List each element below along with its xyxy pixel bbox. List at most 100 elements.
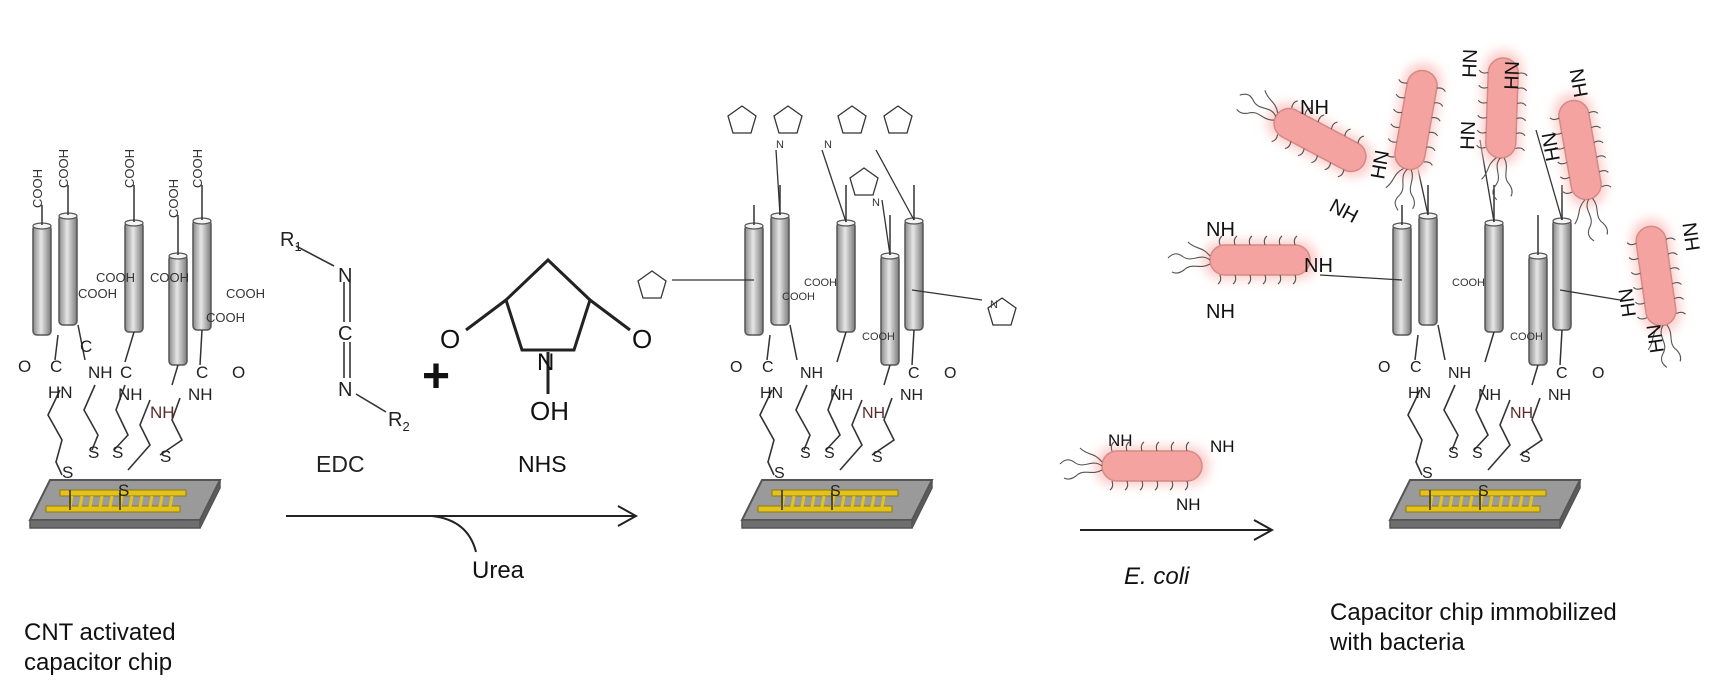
reaction-arrow-2: NH NH NH E. coli (1060, 431, 1275, 590)
chip3-s-1: S (1422, 465, 1433, 482)
chip1-cooh-1: COOH (30, 169, 45, 208)
chip2-s-4: S (830, 483, 841, 500)
succinimide-ring-icon (883, 105, 913, 134)
chip3-nh-1: HN (1408, 385, 1431, 402)
ecoli-label: E. coli (1124, 563, 1190, 590)
chip2-n-2: N (824, 139, 832, 151)
succinimide-ring-icon (504, 257, 592, 352)
chip1-cooh-4: COOH (166, 179, 181, 218)
nhs-oh: OH (530, 396, 569, 426)
chip1-nh-4: NH (150, 403, 175, 422)
chip2-nh-5: NH (900, 387, 923, 404)
nhs-o-right: O (632, 324, 652, 354)
chip1-c-4: C (196, 363, 208, 382)
bacterium-icon (1060, 442, 1210, 490)
chip3-s-4: S (1478, 483, 1489, 500)
chip2-nh-3: NH (830, 387, 853, 404)
chip3-cooh-2: COOH (1510, 331, 1543, 343)
free-bug-nh-3: NH (1176, 495, 1201, 514)
edc-label: EDC (316, 451, 365, 477)
bug-nh-3: NH (1206, 301, 1235, 323)
chip2-cooh-2: COOH (782, 291, 815, 303)
edc-c: C (338, 323, 352, 345)
chip2-n-1: N (776, 139, 784, 151)
chip2-s-5: S (872, 449, 883, 466)
edc-structure: R1 N C N R2 EDC (280, 229, 410, 477)
chip3-nh-2: NH (1448, 365, 1471, 382)
chip3-cooh-1: COOH (1452, 277, 1485, 289)
capacitor-chip-icon (742, 185, 932, 528)
bacterium-icon (1376, 59, 1449, 215)
chip2-cooh-3: COOH (862, 331, 895, 343)
capacitor-chip-icon (1390, 185, 1580, 528)
nhs-n: N (537, 349, 554, 376)
chip2-n-4: N (990, 299, 998, 311)
bug-hn-6: HN (1566, 67, 1593, 99)
chip2-c-2: C (908, 365, 920, 382)
chip1-o-1: O (18, 357, 31, 376)
chip1-c-3: C (120, 363, 132, 382)
succinimide-ring-icon (773, 105, 803, 134)
bug-hn-1: HN (1367, 149, 1394, 181)
free-bug-nh-1: NH (1108, 431, 1133, 450)
chip1-s-4: S (118, 481, 129, 500)
chip3-c-1: C (1410, 359, 1422, 376)
chip1-labels: COOH COOH COOH COOH COOH COOH COOH COOH … (30, 149, 265, 325)
chip3-nh-5: NH (1548, 387, 1571, 404)
chip2-n-3: N (872, 197, 880, 209)
chip1-cooh-2: COOH (56, 149, 71, 188)
bug-nh-5: NH (1326, 195, 1362, 228)
chip1-c-2: C (80, 337, 92, 356)
nhs-o-left: O (440, 324, 460, 354)
reaction-arrow-1: Urea (286, 505, 639, 584)
succinimide-ring-icon (727, 105, 757, 134)
chip1-cooh-6: COOH (96, 270, 135, 285)
chip2-nh-1: HN (760, 385, 783, 402)
chip2-cooh-1: COOH (804, 277, 837, 289)
bug-hn-9: HN (1643, 323, 1669, 355)
bug-hn-2: HN (1457, 121, 1480, 151)
edc-n-top: N (338, 265, 352, 287)
chip2-nh-2: NH (800, 365, 823, 382)
chip2-small-labels: COOH COOH COOH N N N N (776, 139, 998, 343)
chip2-assembly: COOH COOH COOH N N N N O C C O HN NH NH … (637, 105, 1017, 528)
edc-r2: R2 (388, 409, 410, 434)
chip2-s-2: S (800, 445, 811, 462)
chip3-s-3: S (1472, 445, 1483, 462)
chip2-o-2: O (944, 365, 956, 382)
chip1-cooh-9: COOH (226, 286, 265, 301)
chip3-nh-3: NH (1478, 387, 1501, 404)
chip3-c-2: C (1556, 365, 1568, 382)
immobilized-bacteria: NH NH NH NH NH HN HN HN HN HN HN HN HN H… (1168, 49, 1705, 371)
chip3-o-2: O (1592, 365, 1604, 382)
chip1-caption: CNT activated capacitor chip (24, 619, 176, 676)
bug-hn-4: HN (1459, 49, 1482, 79)
chip3-o-1: O (1378, 359, 1390, 376)
chip1-s-3: S (112, 443, 123, 462)
chip1-cooh-10: COOH (206, 310, 245, 325)
edc-r1: R1 (280, 229, 302, 254)
chip1-cooh-5: COOH (190, 149, 205, 188)
chip1-nh-5: NH (188, 385, 213, 404)
free-bug-nh-2: NH (1210, 437, 1235, 456)
chip1-cooh-7: COOH (78, 286, 117, 301)
edc-n-bottom: N (338, 379, 352, 401)
chip2-amide-labels: O C C O HN NH NH NH NH S S S S S (730, 359, 956, 500)
chip2-c-1: C (762, 359, 774, 376)
chip1-s-5: S (160, 447, 171, 466)
chip2-nh-4: NH (862, 405, 885, 422)
chip1-nh-2: NH (88, 363, 113, 382)
chip3-s-5: S (1520, 449, 1531, 466)
succinimide-ring-icon (837, 105, 867, 134)
succinimide-ring-icon (849, 167, 879, 196)
chip1-nh-1: HN (48, 383, 73, 402)
chip1-amide-labels: O C C C C O HN NH NH NH NH S S S S S (18, 337, 245, 500)
chip1-cooh-3: COOH (122, 149, 137, 188)
chip1-cooh-8: COOH (150, 270, 189, 285)
chip2-nhs-linkers (672, 149, 983, 301)
nhs-structure: O N O OH NHS (440, 257, 652, 477)
chip1-c-1: C (50, 357, 62, 376)
bug-hn-3: HN (1501, 61, 1524, 91)
bug-hn-7: HN (1615, 287, 1641, 319)
